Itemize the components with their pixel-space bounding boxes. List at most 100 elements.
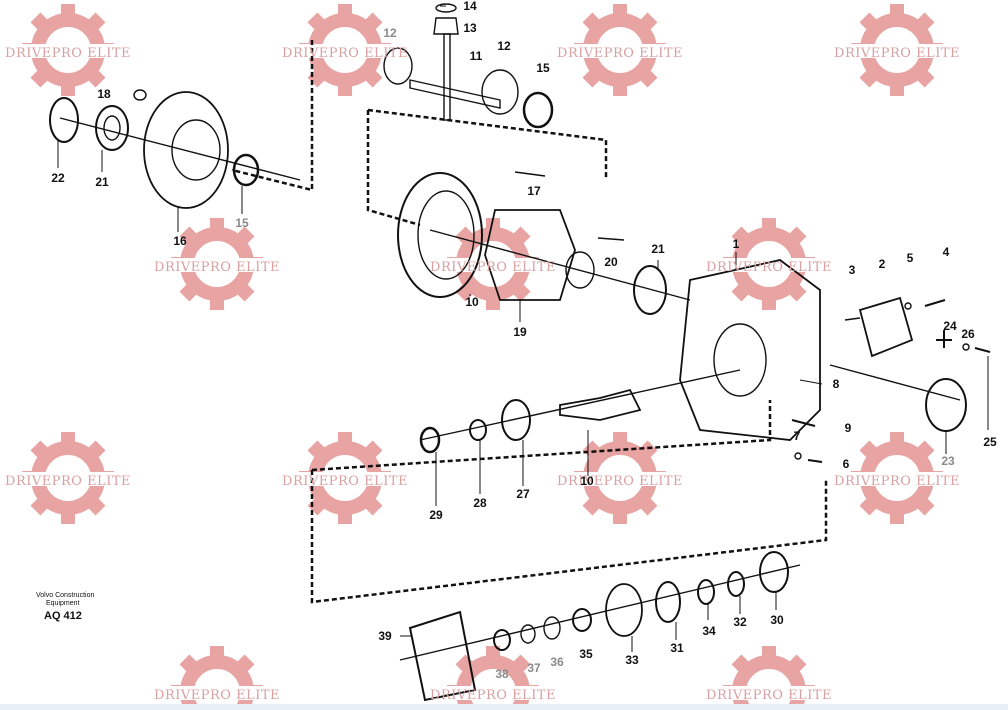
cross-pin-part-11 xyxy=(409,79,501,109)
callout-label: 26 xyxy=(961,327,975,341)
bevel-gear-part-12 xyxy=(481,69,519,115)
lock-plate-part-24 xyxy=(936,330,952,348)
washer-part-7 xyxy=(794,452,802,460)
callout-label: 12 xyxy=(383,26,397,40)
callout-label: 9 xyxy=(844,421,852,435)
plate-part-36 xyxy=(543,616,561,640)
assembly-bracket xyxy=(311,400,772,472)
line-art xyxy=(49,3,991,702)
axis-line xyxy=(829,364,961,401)
callout-label: 2 xyxy=(878,257,886,271)
watermark-text: DRIVEPRO ELITE xyxy=(430,688,556,703)
callout-label: 14 xyxy=(463,0,477,13)
bearing-cap-part-2 xyxy=(858,296,914,358)
nut-part-18 xyxy=(133,89,147,101)
axis-line xyxy=(419,369,741,441)
callout-label: 23 xyxy=(941,454,955,468)
crown-wheel-part-10 xyxy=(397,172,483,298)
callout-label: 12 xyxy=(497,39,511,53)
bolt-part-17 xyxy=(514,171,546,177)
callout-label: 29 xyxy=(429,508,443,522)
shim-part-29 xyxy=(419,426,441,454)
shaft-part-11 xyxy=(443,33,451,121)
callout-label: 33 xyxy=(625,653,639,667)
callout-label: 10 xyxy=(580,474,594,488)
callout-label: 5 xyxy=(906,251,914,265)
bolt-part-6 xyxy=(807,459,823,463)
bearing-part-31 xyxy=(655,581,681,623)
gear-part-13 xyxy=(433,17,459,35)
washer-part-28 xyxy=(469,419,487,441)
callout-label: 17 xyxy=(527,184,541,198)
bolt-part-20 xyxy=(597,237,625,241)
watermark-text: DRIVEPRO ELITE xyxy=(834,46,960,61)
seal-part-38 xyxy=(493,629,511,651)
flange-part-33 xyxy=(605,583,643,637)
caption-brand-line: Volvo Construction xyxy=(36,592,95,599)
callout-label: 3 xyxy=(848,263,856,277)
callout-label: 28 xyxy=(473,496,487,510)
callout-label: 7 xyxy=(793,429,801,443)
watermark-text: DRIVEPRO ELITE xyxy=(5,46,131,61)
housing-neck-part-19 xyxy=(565,251,595,289)
ring-part-37 xyxy=(520,624,536,644)
bearing-part-21 xyxy=(633,265,667,315)
washer-part-14 xyxy=(435,3,457,13)
bearing-part-27 xyxy=(501,399,531,441)
callout-label: 39 xyxy=(378,629,392,643)
callout-label: 13 xyxy=(463,21,477,35)
watermark-text: DRIVEPRO ELITE xyxy=(154,260,280,275)
callout-label: 20 xyxy=(604,255,618,269)
carrier-bore-part-1 xyxy=(713,323,767,397)
callout-label: 1 xyxy=(732,237,740,251)
watermark-text: DRIVEPRO ELITE xyxy=(706,688,832,703)
washer-part-5 xyxy=(904,302,912,310)
callout-label: 27 xyxy=(516,487,530,501)
callout-label: 32 xyxy=(733,615,747,629)
differential-housing-part-19 xyxy=(484,209,576,301)
bottom-strip xyxy=(0,704,1008,710)
watermark-text: DRIVEPRO ELITE xyxy=(5,474,131,489)
callout-label: 11 xyxy=(469,49,483,63)
thrust-washer-part-15 xyxy=(522,91,554,129)
nut-part-35 xyxy=(572,608,592,632)
callout-label: 35 xyxy=(579,647,593,661)
adjusting-nut-part-23 xyxy=(925,378,967,432)
callout-label: 34 xyxy=(702,624,716,638)
gear-part-22 xyxy=(49,97,79,143)
callout-label: 21 xyxy=(651,242,665,256)
watermark-text: DRIVEPRO ELITE xyxy=(834,474,960,489)
watermark-text: DRIVEPRO ELITE xyxy=(430,260,556,275)
callout-label: 36 xyxy=(550,655,564,669)
cover-part-39 xyxy=(408,610,477,702)
watermark-text: DRIVEPRO ELITE xyxy=(557,474,683,489)
caption-brand-line: Equipment xyxy=(46,600,80,607)
callout-label: 24 xyxy=(943,319,957,333)
pin-part-3 xyxy=(844,317,861,321)
callout-label: 21 xyxy=(95,175,109,189)
flange-hub-bore-part-16 xyxy=(171,119,221,181)
axis-line xyxy=(399,564,801,661)
bolt-part-9 xyxy=(791,419,816,427)
callout-label: 31 xyxy=(670,641,684,655)
watermark-text: DRIVEPRO ELITE xyxy=(706,260,832,275)
bearing-inner-part-21 xyxy=(103,115,121,141)
callout-label: 25 xyxy=(983,435,997,449)
callout-label: 19 xyxy=(513,325,527,339)
spacer-part-34 xyxy=(697,579,715,605)
watermark-text: DRIVEPRO ELITE xyxy=(282,474,408,489)
assembly-bracket xyxy=(310,470,828,604)
callout-label: 6 xyxy=(842,457,850,471)
callout-label: 15 xyxy=(536,61,550,75)
axis-line xyxy=(429,229,691,301)
callout-label: 8 xyxy=(832,377,840,391)
watermark-text: DRIVEPRO ELITE xyxy=(282,46,408,61)
watermark-layer xyxy=(8,4,957,710)
washer-part-15 xyxy=(232,153,260,187)
bolt-part-4 xyxy=(924,299,946,307)
watermark-text: DRIVEPRO ELITE xyxy=(557,46,683,61)
callout-label: 18 xyxy=(97,87,111,101)
carrier-housing-part-1 xyxy=(679,259,821,441)
